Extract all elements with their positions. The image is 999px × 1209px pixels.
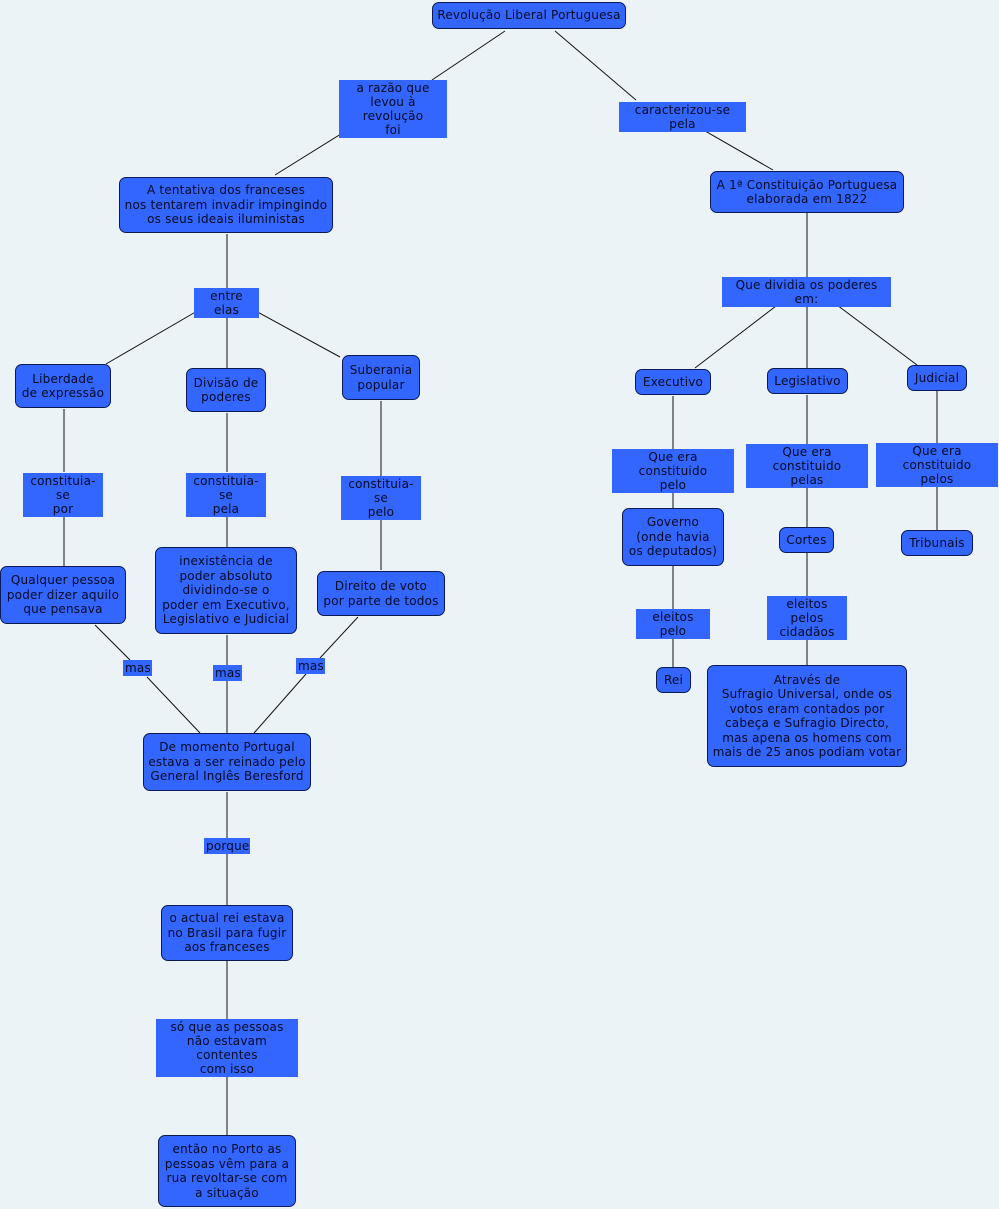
label-eleitos-pelos-cidadaos: eleitos pelos cidadãos <box>767 596 847 640</box>
node-sufragio[interactable]: Através de Sufragio Universal, onde os v… <box>707 665 907 767</box>
connector <box>253 673 307 734</box>
node-porto-revolta[interactable]: então no Porto as pessoas vêm para a rua… <box>158 1135 296 1207</box>
node-cortes[interactable]: Cortes <box>779 527 834 553</box>
label-constituia-por: constituia-se por <box>23 473 103 517</box>
node-inexistencia-poder[interactable]: inexistência de poder absoluto dividindo… <box>155 547 297 634</box>
node-momento-portugal[interactable]: De momento Portugal estava a ser reinado… <box>143 733 311 791</box>
label-mas: mas <box>296 658 325 674</box>
label-razao-revolucao: a razão que levou à revolução foi <box>339 80 447 138</box>
label-so-que: só que as pessoas não estavam contentes … <box>156 1019 298 1077</box>
label-caracterizou-se: caracterizou-se pela <box>619 102 746 132</box>
node-tentativa-franceses[interactable]: A tentativa dos franceses nos tentarem i… <box>119 177 333 233</box>
node-revolucao-liberal[interactable]: Revolução Liberal Portuguesa <box>432 2 626 29</box>
label-constituido-pelos: Que era constituido pelos <box>876 443 998 487</box>
node-governo[interactable]: Governo (onde havia os deputados) <box>622 508 724 566</box>
connector <box>554 30 637 101</box>
connector <box>431 30 506 81</box>
label-entre-elas: entre elas <box>194 288 259 318</box>
node-liberdade-expressao[interactable]: Liberdade de expressão <box>15 364 111 408</box>
label-porque: porque <box>204 838 250 854</box>
node-divisao-poderes[interactable]: Divisão de poderes <box>186 368 266 412</box>
node-rei[interactable]: Rei <box>656 667 691 693</box>
label-constituido-pelo: Que era constituido pelo <box>612 449 734 493</box>
connector <box>105 302 212 365</box>
connector <box>146 676 201 734</box>
label-dividia-poderes: Que dividia os poderes em: <box>722 277 891 307</box>
node-tribunais[interactable]: Tribunais <box>901 530 973 556</box>
node-qualquer-pessoa[interactable]: Qualquer pessoa poder dizer aquilo que p… <box>0 566 126 624</box>
node-direito-voto[interactable]: Direito de voto por parte de todos <box>317 571 445 616</box>
node-constituicao-1822[interactable]: A 1ª Constituição Portuguesa elaborada e… <box>710 171 904 213</box>
label-constituia-pelo: constituia-se pelo <box>341 476 421 520</box>
label-mas: mas <box>213 665 242 681</box>
node-suberania-popular[interactable]: Suberania popular <box>342 355 420 400</box>
label-mas: mas <box>123 660 152 676</box>
label-constituia-pela: constituia-se pela <box>186 473 266 517</box>
connector <box>94 624 131 661</box>
label-eleitos-pelo: eleitos pelo <box>636 609 710 639</box>
label-constituido-pelas: Que era constituido pelas <box>746 444 868 488</box>
connector <box>319 616 359 659</box>
node-executivo[interactable]: Executivo <box>635 369 711 395</box>
node-judicial[interactable]: Judicial <box>907 365 967 391</box>
node-legislativo[interactable]: Legislativo <box>767 368 848 394</box>
node-rei-brasil[interactable]: o actual rei estava no Brasil para fugir… <box>161 905 293 961</box>
